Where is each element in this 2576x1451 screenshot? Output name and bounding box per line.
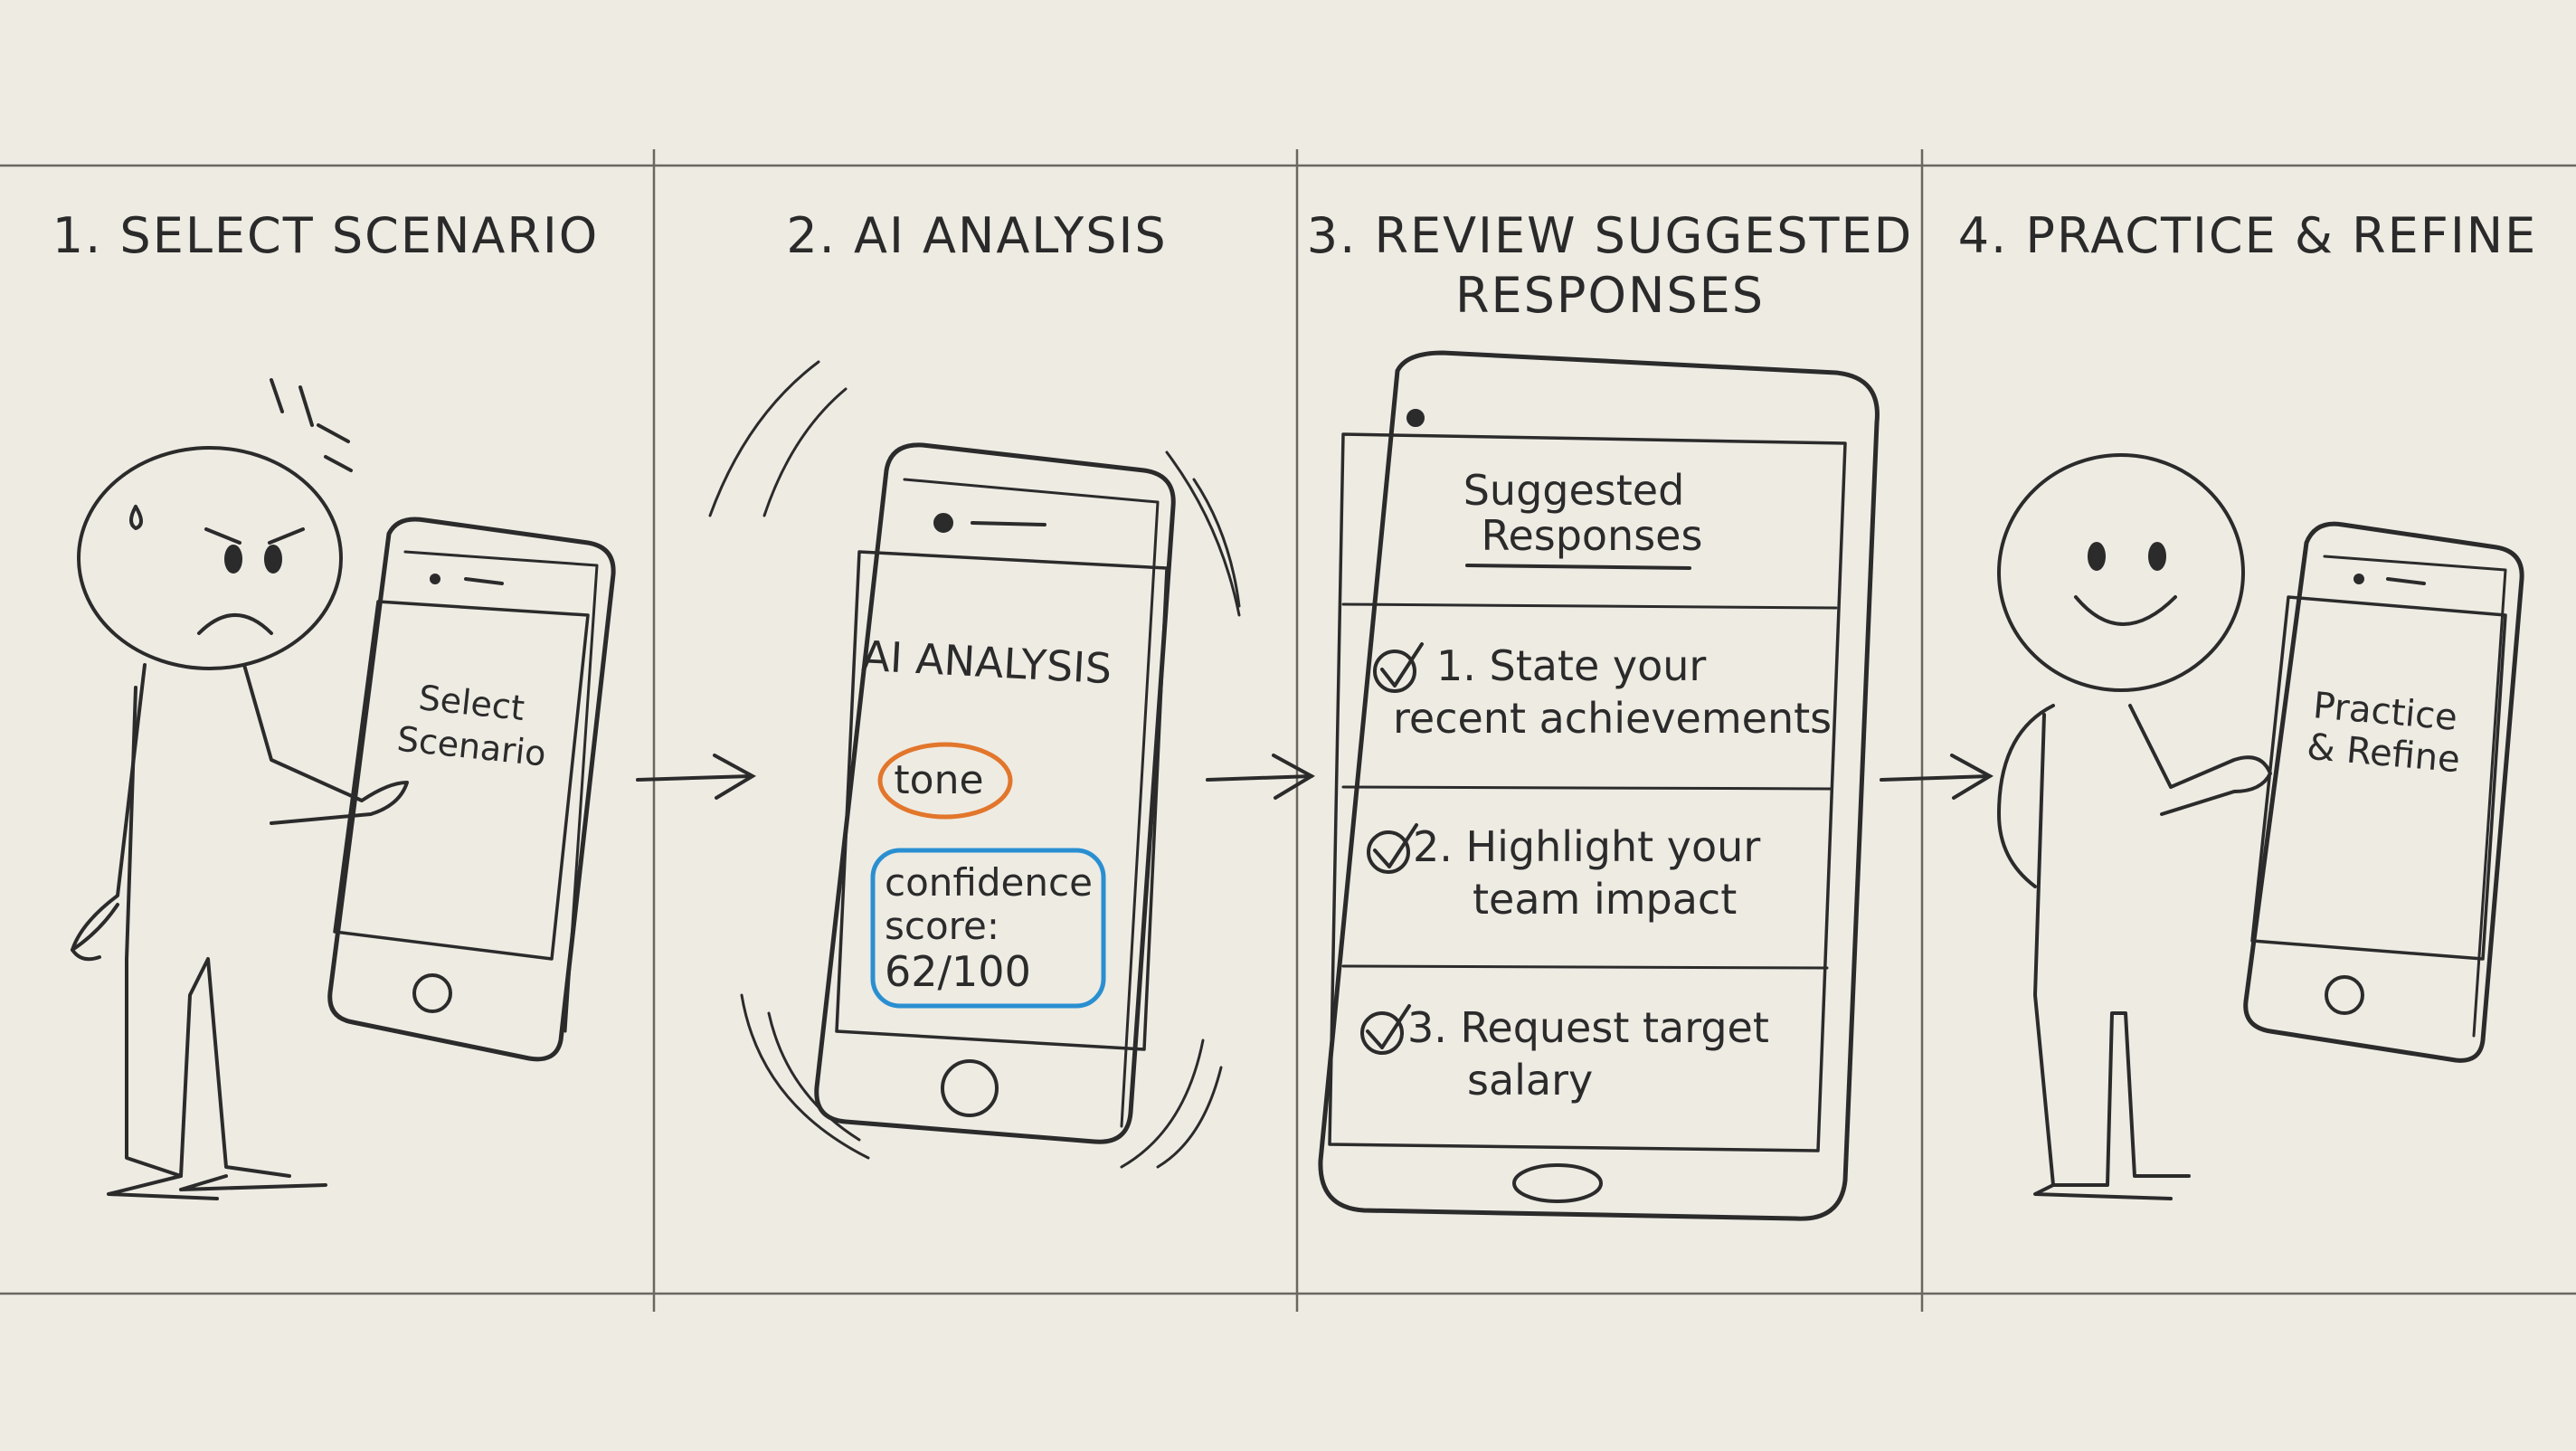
confidence-line2: score: [885,904,999,948]
suggestion-2-line1: 2. Highlight your [1413,822,1760,871]
vibration-lines-icon [708,360,1241,1169]
phone-2 [814,442,1176,1144]
phone-4 [2243,521,2524,1063]
home-button-icon [412,973,452,1013]
phone-1 [327,517,616,1062]
tone-tag: tone [894,757,983,803]
tone-highlight [877,742,1013,820]
arrow-right-icon [1880,754,1994,800]
suggested-header-line1: Suggested [1463,466,1685,515]
home-button-icon [1512,1163,1603,1203]
checkmark-icon [1373,642,1424,693]
suggestion-3-line2: salary [1467,1056,1593,1105]
arrow-right-icon [636,754,757,800]
screen-label-line1: Select [417,678,526,728]
home-button-icon [2325,975,2364,1015]
sweat-drop-icon [129,505,143,530]
checkmark-icon [1367,823,1418,874]
panel-4 [1997,453,2524,1200]
arrow-right-icon [1206,754,1316,800]
panel-2-title: 2. AI ANALYSIS [786,207,1168,264]
suggestion-2-line2: team impact [1473,875,1737,924]
suggestion-1-line1: 1. State your [1436,641,1706,690]
panel-1-title: 1. SELECT SCENARIO [52,207,600,264]
home-button-icon [941,1059,999,1117]
panel-3 [1318,350,1880,1221]
phone-3 [1318,350,1880,1221]
panel-2 [708,360,1241,1169]
stress-lines-icon [270,378,353,472]
confidence-score-box [870,848,1106,1009]
smiling-face [1997,453,2245,692]
panel-1 [71,378,616,1200]
worried-face [77,446,343,670]
ai-analysis-screen-header: AI ANALYSIS [860,631,1113,693]
confidence-score: 62/100 [885,947,1031,996]
checkmark-icon [1360,1004,1411,1055]
screen-label-line2: Scenario [395,719,548,774]
confidence-line1: confidence [885,860,1093,905]
panel-3-title-line2: RESPONSES [1454,267,1766,324]
panel-frame [0,149,2576,1312]
panel-3-title-line1: 3. REVIEW SUGGESTED [1306,207,1914,264]
suggested-header-line2: Responses [1482,511,1703,560]
suggestion-3-line1: 3. Request target [1407,1003,1769,1052]
panel-4-title: 4. PRACTICE & REFINE [1957,207,2538,264]
suggestion-1-line2: recent achievements [1393,694,1832,743]
